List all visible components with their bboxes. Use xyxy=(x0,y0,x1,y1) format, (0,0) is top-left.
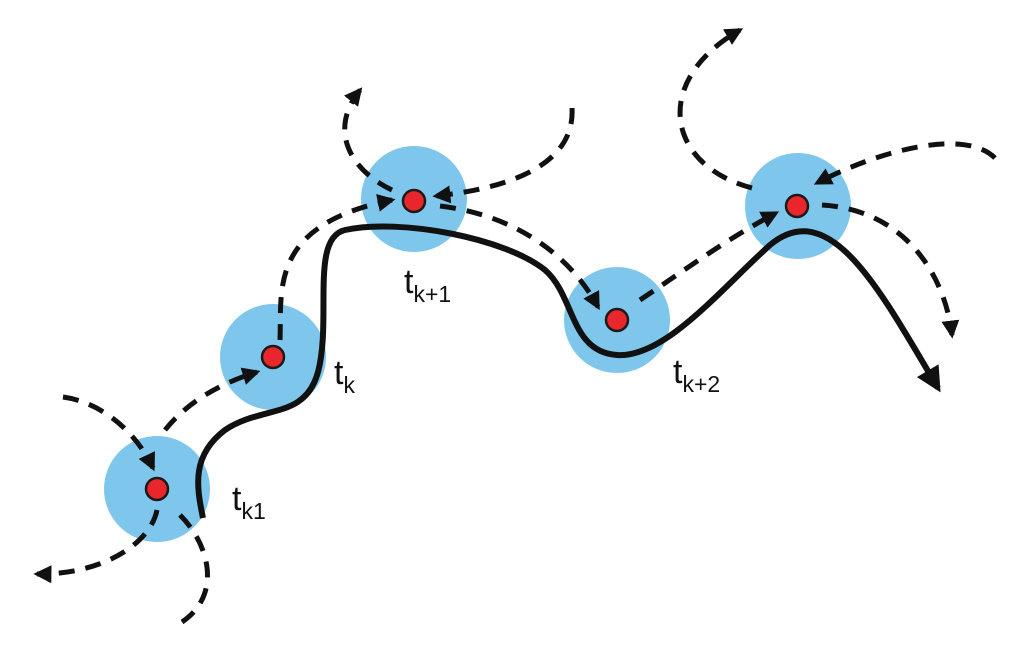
dashed-path xyxy=(439,203,601,311)
trajectory-node xyxy=(260,344,286,370)
dashed-path xyxy=(62,394,156,472)
trajectory-node xyxy=(604,307,630,333)
time-labels: tk1 tk tk+1 tk+2 xyxy=(232,263,720,524)
dashed-trajectories xyxy=(33,27,997,625)
dashed-path xyxy=(342,87,394,193)
trajectory-node xyxy=(784,193,810,219)
dashed-path xyxy=(33,509,160,584)
time-label-tk-plus-1: tk+1 xyxy=(404,263,451,307)
time-label-tk1: tk1 xyxy=(232,480,266,524)
dashed-path xyxy=(638,210,780,303)
dashed-path xyxy=(178,513,210,625)
main-trajectory xyxy=(195,223,941,519)
trajectory-nodes xyxy=(144,188,810,502)
dashed-path xyxy=(821,202,960,339)
time-label-tk: tk xyxy=(334,354,355,398)
neighborhoods xyxy=(104,146,851,542)
trajectory-node xyxy=(401,188,427,214)
time-label-tk-plus-2: tk+2 xyxy=(673,353,720,397)
trajectory-node xyxy=(144,476,170,502)
dashed-path xyxy=(813,141,997,186)
dashed-path xyxy=(163,367,261,432)
dashed-path xyxy=(432,107,575,204)
dashed-path xyxy=(677,27,753,191)
